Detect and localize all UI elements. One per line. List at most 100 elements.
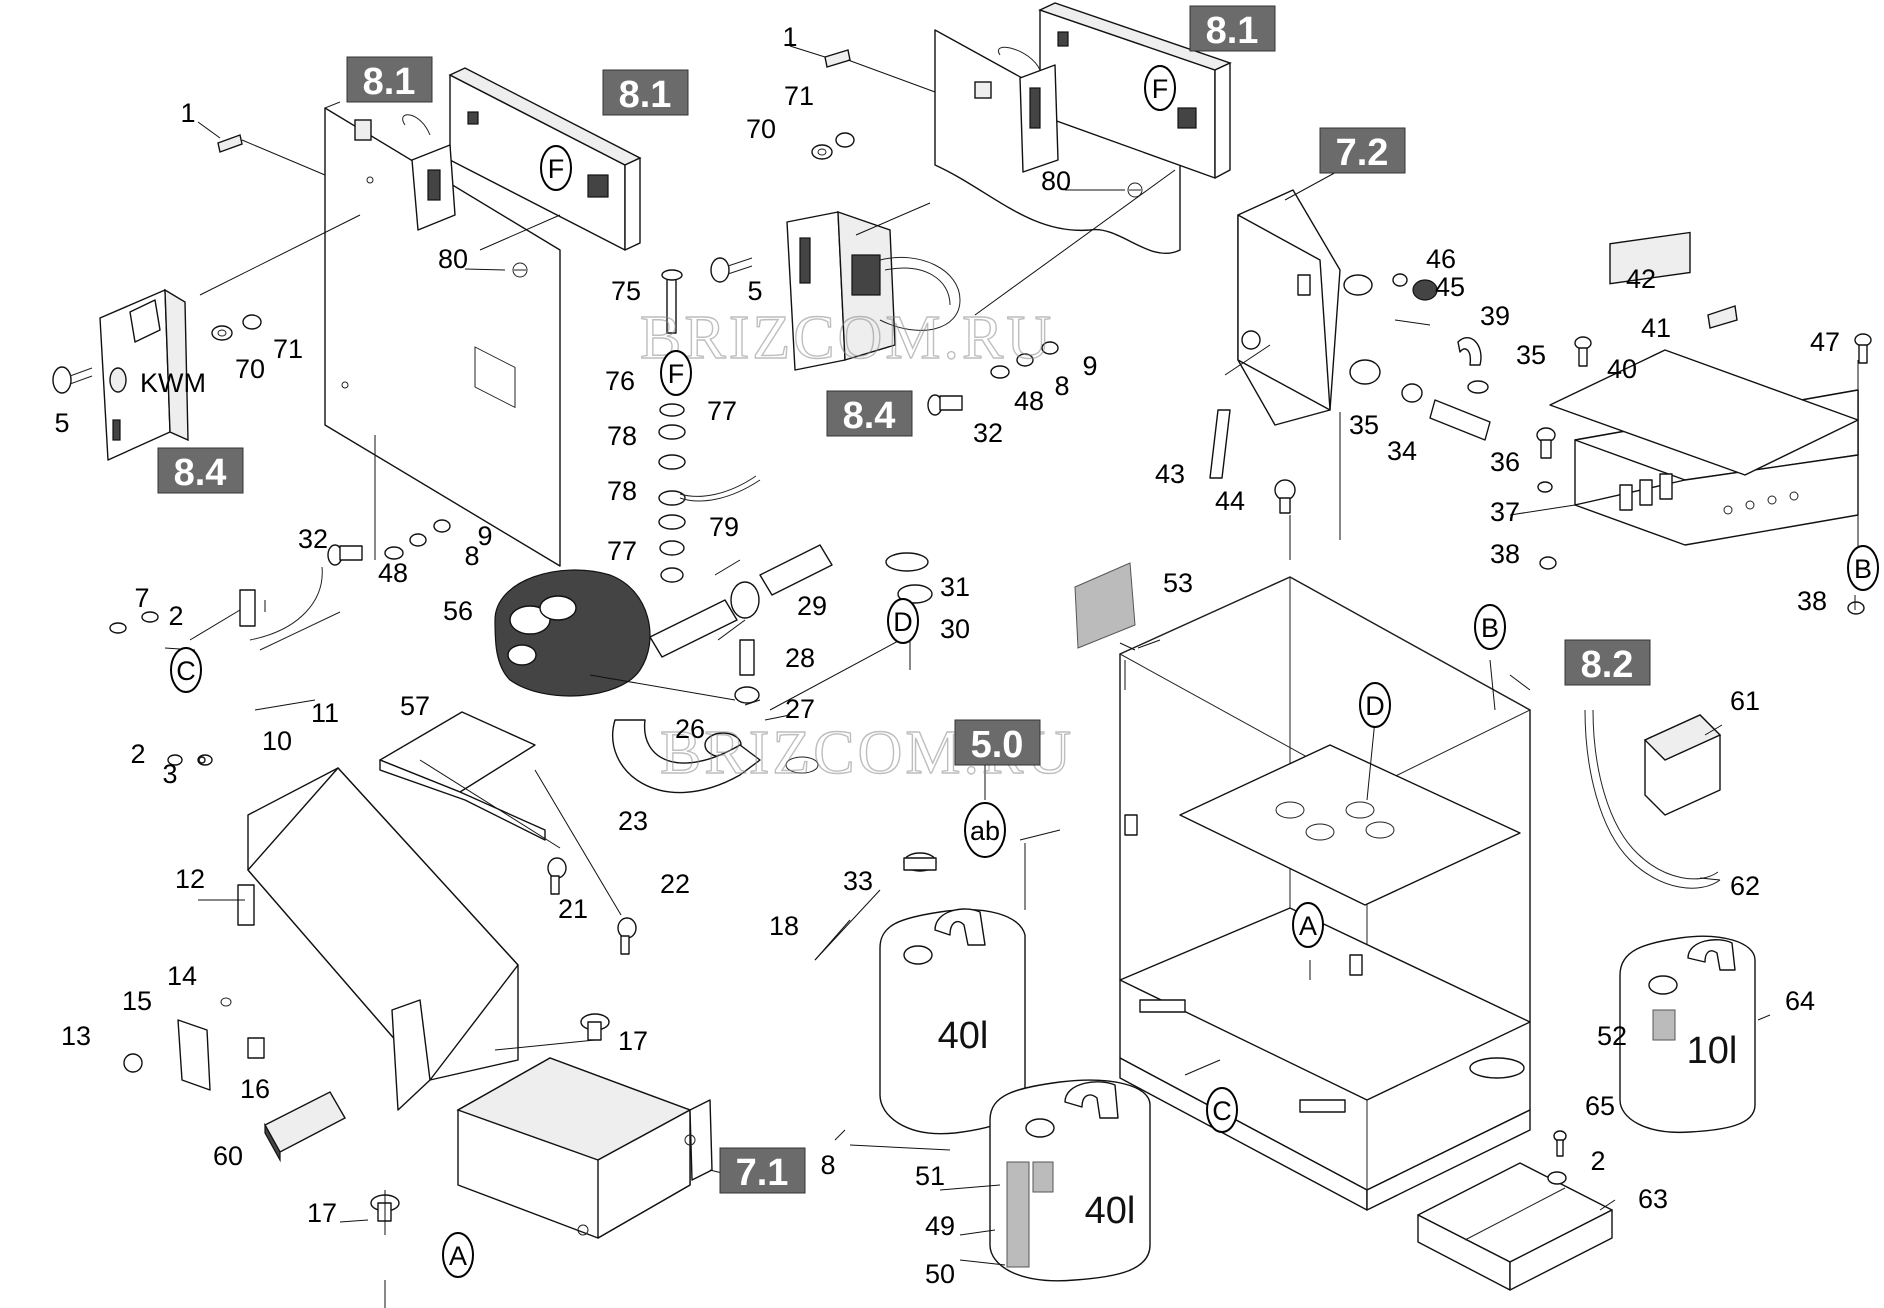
marker: ab (964, 802, 1006, 858)
callout-number: 77 (707, 396, 737, 426)
callout-number: 9 (477, 521, 492, 551)
marker-letter: F (548, 154, 565, 184)
tray-63 (1417, 1130, 1613, 1291)
callout-number: 70 (235, 354, 265, 384)
callout-number: 78 (607, 421, 637, 451)
marker: A (442, 1232, 474, 1278)
ref-badge-text: 5.0 (971, 724, 1024, 766)
callout-number: 38 (1797, 586, 1827, 616)
marker: F (660, 350, 692, 396)
callout-number: 30 (940, 614, 970, 644)
callout-number: 49 (925, 1211, 955, 1241)
tray-7-1 (370, 1013, 713, 1239)
callout-number: 70 (746, 114, 776, 144)
kwm-label: KWM (140, 368, 206, 398)
callout-number: 35 (1516, 340, 1546, 370)
ref-badge: 5.0 (954, 719, 1041, 766)
callout-number: 53 (1163, 568, 1193, 598)
callout-number: 9 (1082, 351, 1097, 381)
callout-number: 50 (925, 1259, 955, 1289)
mesh-53 (1074, 562, 1136, 649)
callout-number: 45 (1435, 272, 1465, 302)
callout-number: 32 (298, 524, 328, 554)
front-panel-left (324, 101, 561, 567)
washer-nut-70-71-upper (811, 132, 855, 160)
marker-letter: F (1152, 74, 1169, 104)
electric-fasteners (1536, 333, 1872, 615)
callout-number: 11 (311, 698, 339, 728)
hose-clamp-group (612, 544, 933, 794)
ref-badge: 8.4 (826, 390, 913, 437)
callout-number: 48 (1014, 386, 1044, 416)
callout-number: 48 (378, 558, 408, 588)
marker-letter: B (1481, 613, 1499, 643)
marker: B (1474, 604, 1506, 650)
ref-badge: 8.2 (1564, 639, 1651, 686)
ref-badge: 8.1 (346, 56, 433, 103)
callout-number: 57 (400, 691, 430, 721)
ref-badge-text: 8.1 (1206, 10, 1259, 52)
electric-box-8-2 (1549, 231, 1859, 546)
bracket-7-2-11 (109, 566, 341, 766)
washer-nut-70-71-left (211, 314, 262, 341)
marker: C (1206, 1087, 1238, 1133)
ref-badge-text: 8.4 (843, 395, 896, 437)
callout-number: 80 (1041, 166, 1071, 196)
callout-number: 42 (1626, 264, 1656, 294)
tag-1-upper (824, 49, 851, 68)
connection-markers: F F F C C D D B B A A ab (170, 65, 1879, 1278)
callout-number: 71 (273, 334, 303, 364)
callout-number: 22 (660, 869, 690, 899)
watermark: BRIZCOM.RU (640, 304, 1054, 372)
screw-21-22 (547, 857, 637, 955)
callout-number: 23 (618, 806, 648, 836)
callout-number: 5 (54, 408, 69, 438)
callout-number: 65 (1585, 1091, 1615, 1121)
callout-number: 63 (1638, 1184, 1668, 1214)
cable-61-62 (1584, 709, 1722, 889)
canister-10l: 10l (1619, 935, 1756, 1134)
marker: F (540, 145, 572, 191)
callout-number: 28 (785, 643, 815, 673)
canister-40l-lower: 40l (989, 1079, 1151, 1282)
marker-letter: D (893, 607, 913, 637)
marker-letter: F (668, 359, 685, 389)
callout-number: 52 (1597, 1021, 1627, 1051)
marker: C (170, 647, 202, 693)
marker: A (1292, 902, 1324, 948)
callout-number: 40 (1607, 354, 1637, 384)
callout-number: 13 (61, 1021, 91, 1051)
ref-badge-text: 8.1 (619, 74, 672, 116)
ref-badge: 7.1 (719, 1147, 806, 1194)
marker: D (887, 598, 919, 644)
ref-badge-text: 8.1 (363, 61, 416, 103)
ref-badge: 8.1 (602, 69, 689, 116)
callout-number: 56 (443, 596, 473, 626)
callout-number: 80 (438, 244, 468, 274)
foam-60 (264, 1091, 346, 1163)
callout-number: 29 (797, 591, 827, 621)
marker-letter: C (1212, 1096, 1232, 1126)
callout-number: 16 (240, 1074, 270, 1104)
display-box-upper (1038, 2, 1232, 179)
marker-letter: B (1854, 554, 1872, 584)
reference-badges: 8.1 8.1 8.1 8.4 8.4 7.2 8.2 5.0 (157, 5, 1651, 1194)
coin-acceptor-8.4-left: KWM (99, 288, 206, 461)
callout-number: 8 (1054, 371, 1069, 401)
leader-lines (164, 45, 1859, 1308)
marker-letter: A (1299, 911, 1317, 941)
callout-number: 8 (464, 541, 479, 571)
callout-number: 2 (130, 739, 145, 769)
callout-number: 12 (175, 864, 205, 894)
callout-number: 47 (1810, 327, 1840, 357)
tag-1-left (217, 134, 243, 153)
callout-number: 34 (1387, 436, 1417, 466)
main-frame (1118, 576, 1532, 1211)
ref-badge-text: 7.1 (736, 1152, 789, 1194)
ref-badge-text: 8.4 (174, 452, 227, 494)
callout-number: 41 (1641, 313, 1671, 343)
callout-number: 37 (1490, 497, 1520, 527)
callout-number: 8 (820, 1150, 835, 1180)
screw-5-left (52, 366, 93, 394)
